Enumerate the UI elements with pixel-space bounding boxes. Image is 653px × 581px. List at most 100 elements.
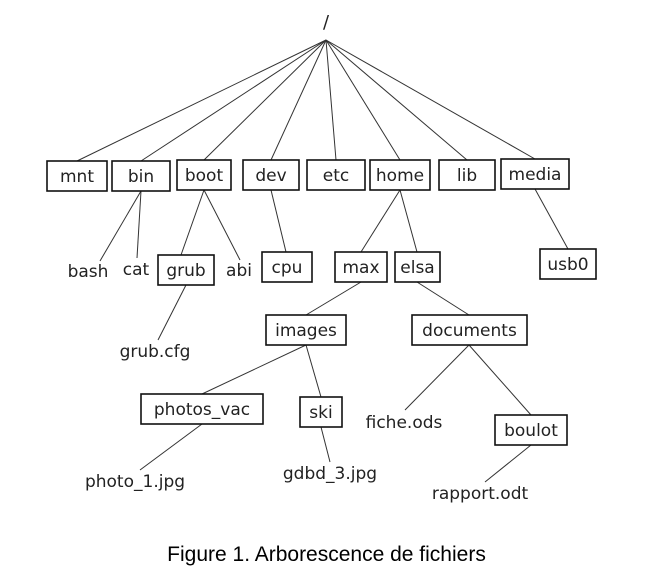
node-grubcfg: grub.cfg bbox=[120, 342, 191, 362]
edge-root-to-bin bbox=[140, 39, 327, 162]
node-box-lib bbox=[438, 159, 496, 191]
edge-root-to-lib bbox=[325, 39, 468, 161]
edge-images-to-ski bbox=[305, 344, 322, 398]
node-label-photos_vac: photos_vac bbox=[154, 400, 250, 420]
edge-root-to-home bbox=[325, 39, 401, 161]
node-label-cat: cat bbox=[123, 260, 150, 280]
node-label-bin: bin bbox=[128, 167, 154, 187]
node-box-mnt bbox=[46, 160, 108, 192]
node-label-lib: lib bbox=[457, 166, 477, 186]
edge-root-to-media bbox=[325, 39, 536, 160]
node-label-photo1: photo_1.jpg bbox=[85, 472, 185, 492]
node-mnt: mnt bbox=[46, 160, 108, 192]
edge-home-to-elsa bbox=[399, 189, 418, 253]
node-box-media bbox=[500, 158, 570, 190]
node-box-boulot bbox=[494, 414, 568, 446]
node-label-abi: abi bbox=[226, 261, 252, 281]
node-box-usb0 bbox=[539, 248, 597, 280]
edge-boot-to-grub bbox=[180, 189, 205, 256]
node-grub: grub bbox=[157, 254, 215, 286]
node-label-bash: bash bbox=[68, 262, 109, 282]
edge-max-to-images bbox=[305, 281, 362, 316]
node-label-fiche: fiche.ods bbox=[366, 413, 443, 433]
node-cat: cat bbox=[123, 260, 150, 280]
node-lib: lib bbox=[438, 159, 496, 191]
node-abi: abi bbox=[226, 261, 252, 281]
node-label-ski: ski bbox=[309, 403, 332, 423]
edge-boot-to-abi bbox=[203, 189, 241, 261]
edge-bin-to-bash bbox=[99, 190, 142, 262]
node-bash: bash bbox=[68, 262, 109, 282]
edge-home-to-max bbox=[360, 189, 401, 253]
node-box-etc bbox=[306, 159, 366, 191]
edge-root-to-etc bbox=[325, 39, 337, 161]
edge-photos_vac-to-photo1 bbox=[139, 423, 203, 471]
edge-images-to-photos_vac bbox=[201, 344, 307, 395]
node-label-rapport: rapport.odt bbox=[432, 484, 529, 504]
node-box-max bbox=[334, 251, 388, 283]
node-box-cpu bbox=[261, 251, 313, 283]
node-box-documents bbox=[411, 314, 528, 346]
node-elsa: elsa bbox=[394, 251, 441, 283]
node-ski: ski bbox=[299, 396, 343, 428]
edge-ski-to-gdbd bbox=[320, 426, 331, 463]
edge-boulot-to-rapport bbox=[484, 444, 532, 483]
node-label-usb0: usb0 bbox=[547, 255, 588, 275]
node-boulot: boulot bbox=[494, 414, 568, 446]
node-cpu: cpu bbox=[261, 251, 313, 283]
node-boot: boot bbox=[176, 159, 232, 191]
node-photos_vac: photos_vac bbox=[140, 393, 264, 425]
edge-documents-to-boulot bbox=[468, 344, 532, 416]
edge-media-to-usb0 bbox=[534, 188, 569, 250]
node-documents: documents bbox=[411, 314, 528, 346]
node-etc: etc bbox=[306, 159, 366, 191]
node-root: / bbox=[323, 12, 330, 33]
node-media: media bbox=[500, 158, 570, 190]
node-box-grub bbox=[157, 254, 215, 286]
edge-root-to-dev bbox=[270, 39, 327, 161]
node-label-home: home bbox=[376, 166, 424, 186]
node-label-boulot: boulot bbox=[504, 421, 558, 441]
edge-dev-to-cpu bbox=[270, 189, 287, 253]
edge-root-to-boot bbox=[203, 39, 327, 161]
edge-bin-to-cat bbox=[136, 190, 142, 259]
node-box-dev bbox=[242, 159, 300, 191]
node-home: home bbox=[369, 159, 431, 191]
node-label-documents: documents bbox=[422, 321, 517, 341]
node-box-home bbox=[369, 159, 431, 191]
node-box-images bbox=[265, 314, 347, 346]
node-label-cpu: cpu bbox=[272, 258, 303, 278]
node-label-elsa: elsa bbox=[400, 258, 434, 278]
node-label-etc: etc bbox=[323, 166, 349, 186]
node-box-boot bbox=[176, 159, 232, 191]
node-dev: dev bbox=[242, 159, 300, 191]
node-gdbd: gdbd_3.jpg bbox=[283, 464, 377, 484]
node-label-dev: dev bbox=[255, 166, 286, 186]
node-label-grub: grub bbox=[166, 261, 205, 281]
edge-elsa-to-documents bbox=[416, 281, 470, 316]
edge-root-to-mnt bbox=[76, 39, 327, 162]
node-label-images: images bbox=[275, 321, 337, 341]
node-label-boot: boot bbox=[185, 166, 224, 186]
node-label-max: max bbox=[342, 258, 379, 278]
edge-grub-to-grubcfg bbox=[157, 284, 187, 341]
node-max: max bbox=[334, 251, 388, 283]
node-label-gdbd: gdbd_3.jpg bbox=[283, 464, 377, 484]
tree-edges bbox=[76, 39, 569, 483]
node-box-ski bbox=[299, 396, 343, 428]
node-box-bin bbox=[111, 160, 171, 192]
node-usb0: usb0 bbox=[539, 248, 597, 280]
figure-caption: Figure 1. Arborescence de fichiers bbox=[167, 543, 486, 566]
node-box-photos_vac bbox=[140, 393, 264, 425]
node-images: images bbox=[265, 314, 347, 346]
node-rapport: rapport.odt bbox=[432, 484, 529, 504]
node-photo1: photo_1.jpg bbox=[85, 472, 185, 492]
node-label-grubcfg: grub.cfg bbox=[120, 342, 191, 362]
edge-documents-to-fiche bbox=[404, 344, 470, 411]
node-label-media: media bbox=[509, 165, 562, 185]
node-label-mnt: mnt bbox=[60, 167, 94, 187]
node-box-elsa bbox=[394, 251, 441, 283]
node-fiche: fiche.ods bbox=[366, 413, 443, 433]
